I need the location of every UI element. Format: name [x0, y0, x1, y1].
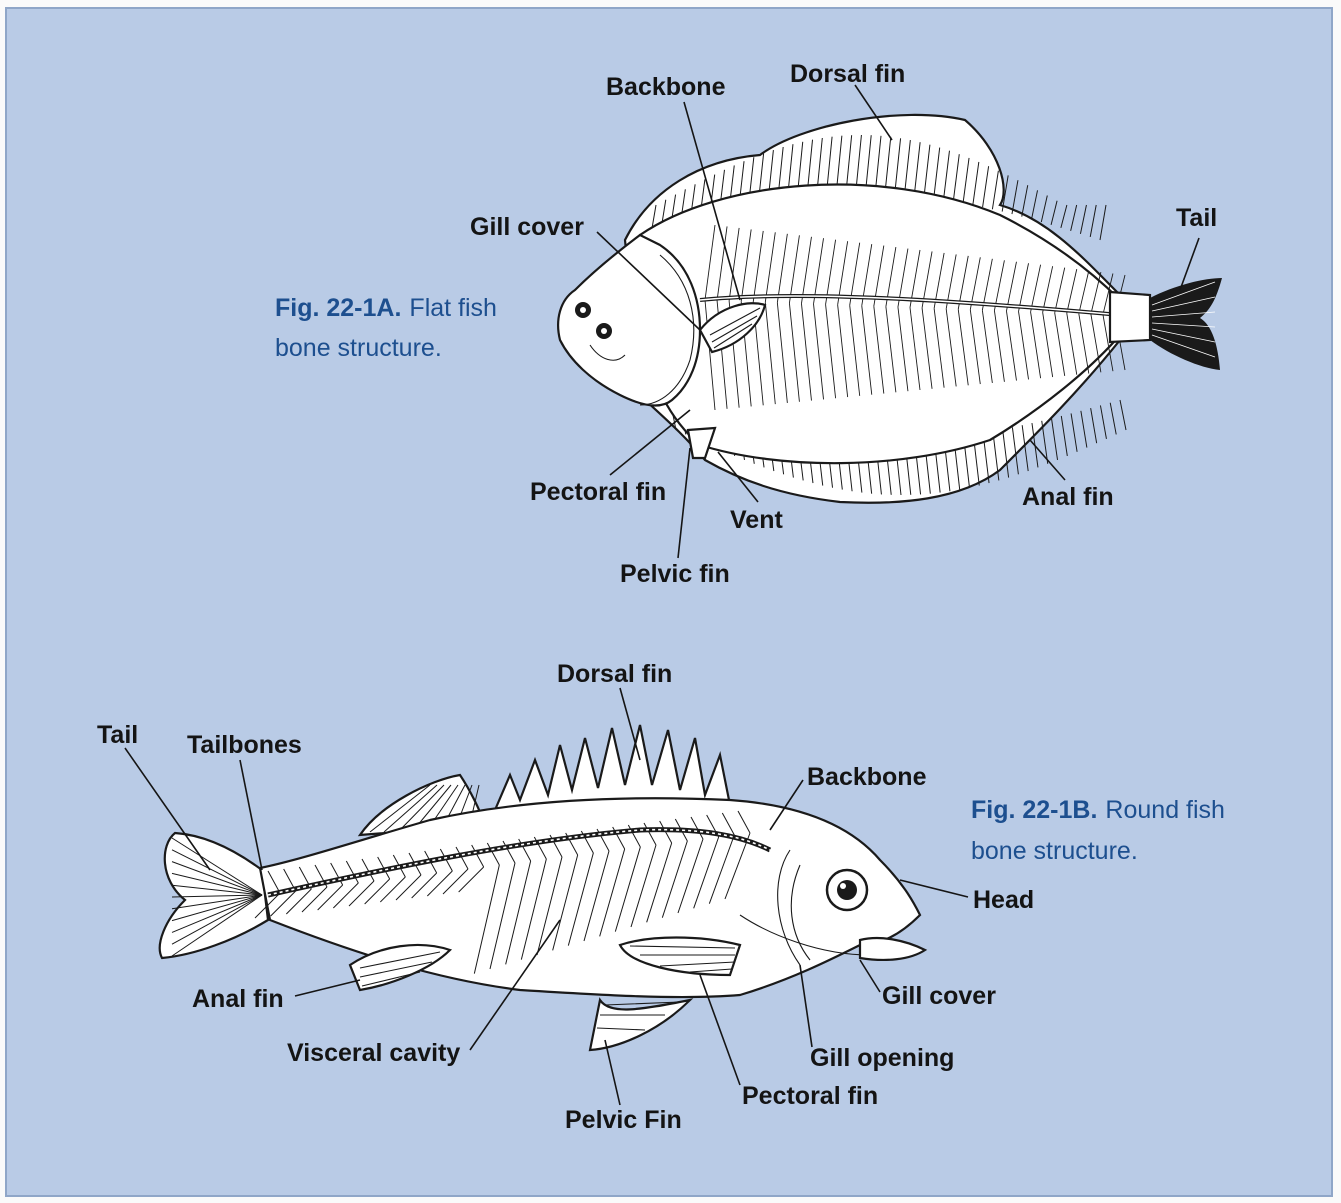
round-label-dorsal-fin: Dorsal fin	[557, 660, 672, 688]
round-caption-rest: Round fish	[1105, 796, 1225, 824]
flat-label-gill-cover: Gill cover	[470, 213, 584, 241]
round-caption-bold: Fig. 22-1B.	[971, 796, 1097, 824]
flat-fish-eye-2-pupil	[601, 328, 607, 334]
round-label-gill-opening: Gill opening	[810, 1044, 954, 1072]
flat-fish-eye-1-pupil	[580, 307, 586, 313]
round-fish-pupil	[837, 880, 857, 900]
round-caption-line2: bone structure.	[971, 837, 1138, 865]
flat-label-vent: Vent	[730, 506, 783, 534]
round-label-head: Head	[973, 886, 1034, 914]
round-label-pectoral-fin: Pectoral fin	[742, 1082, 878, 1110]
flat-caption-bold: Fig. 22-1A.	[275, 294, 401, 322]
flat-caption-rest: Flat fish	[409, 294, 497, 322]
round-fish-eye-glint	[840, 883, 846, 889]
round-label-pelvic-fin: Pelvic Fin	[565, 1106, 682, 1134]
round-label-visceral-cavity: Visceral cavity	[287, 1039, 460, 1067]
flat-fish-peduncle	[1110, 292, 1150, 342]
round-label-anal-fin: Anal fin	[192, 985, 284, 1013]
flat-label-tail: Tail	[1176, 204, 1217, 232]
flat-label-pectoral-fin: Pectoral fin	[530, 478, 666, 506]
flat-label-anal-fin: Anal fin	[1022, 483, 1114, 511]
flat-caption-line2: bone structure.	[275, 334, 442, 362]
flat-label-pelvic-fin: Pelvic fin	[620, 560, 730, 588]
flat-caption-line1: Fig. 22-1A. Flat fish	[275, 294, 497, 322]
round-label-tail: Tail	[97, 721, 138, 749]
round-label-gill-cover: Gill cover	[882, 982, 996, 1010]
flat-label-dorsal-fin: Dorsal fin	[790, 60, 905, 88]
round-label-backbone: Backbone	[807, 763, 927, 791]
round-label-tailbones: Tailbones	[187, 731, 302, 759]
flat-label-backbone: Backbone	[606, 73, 726, 101]
